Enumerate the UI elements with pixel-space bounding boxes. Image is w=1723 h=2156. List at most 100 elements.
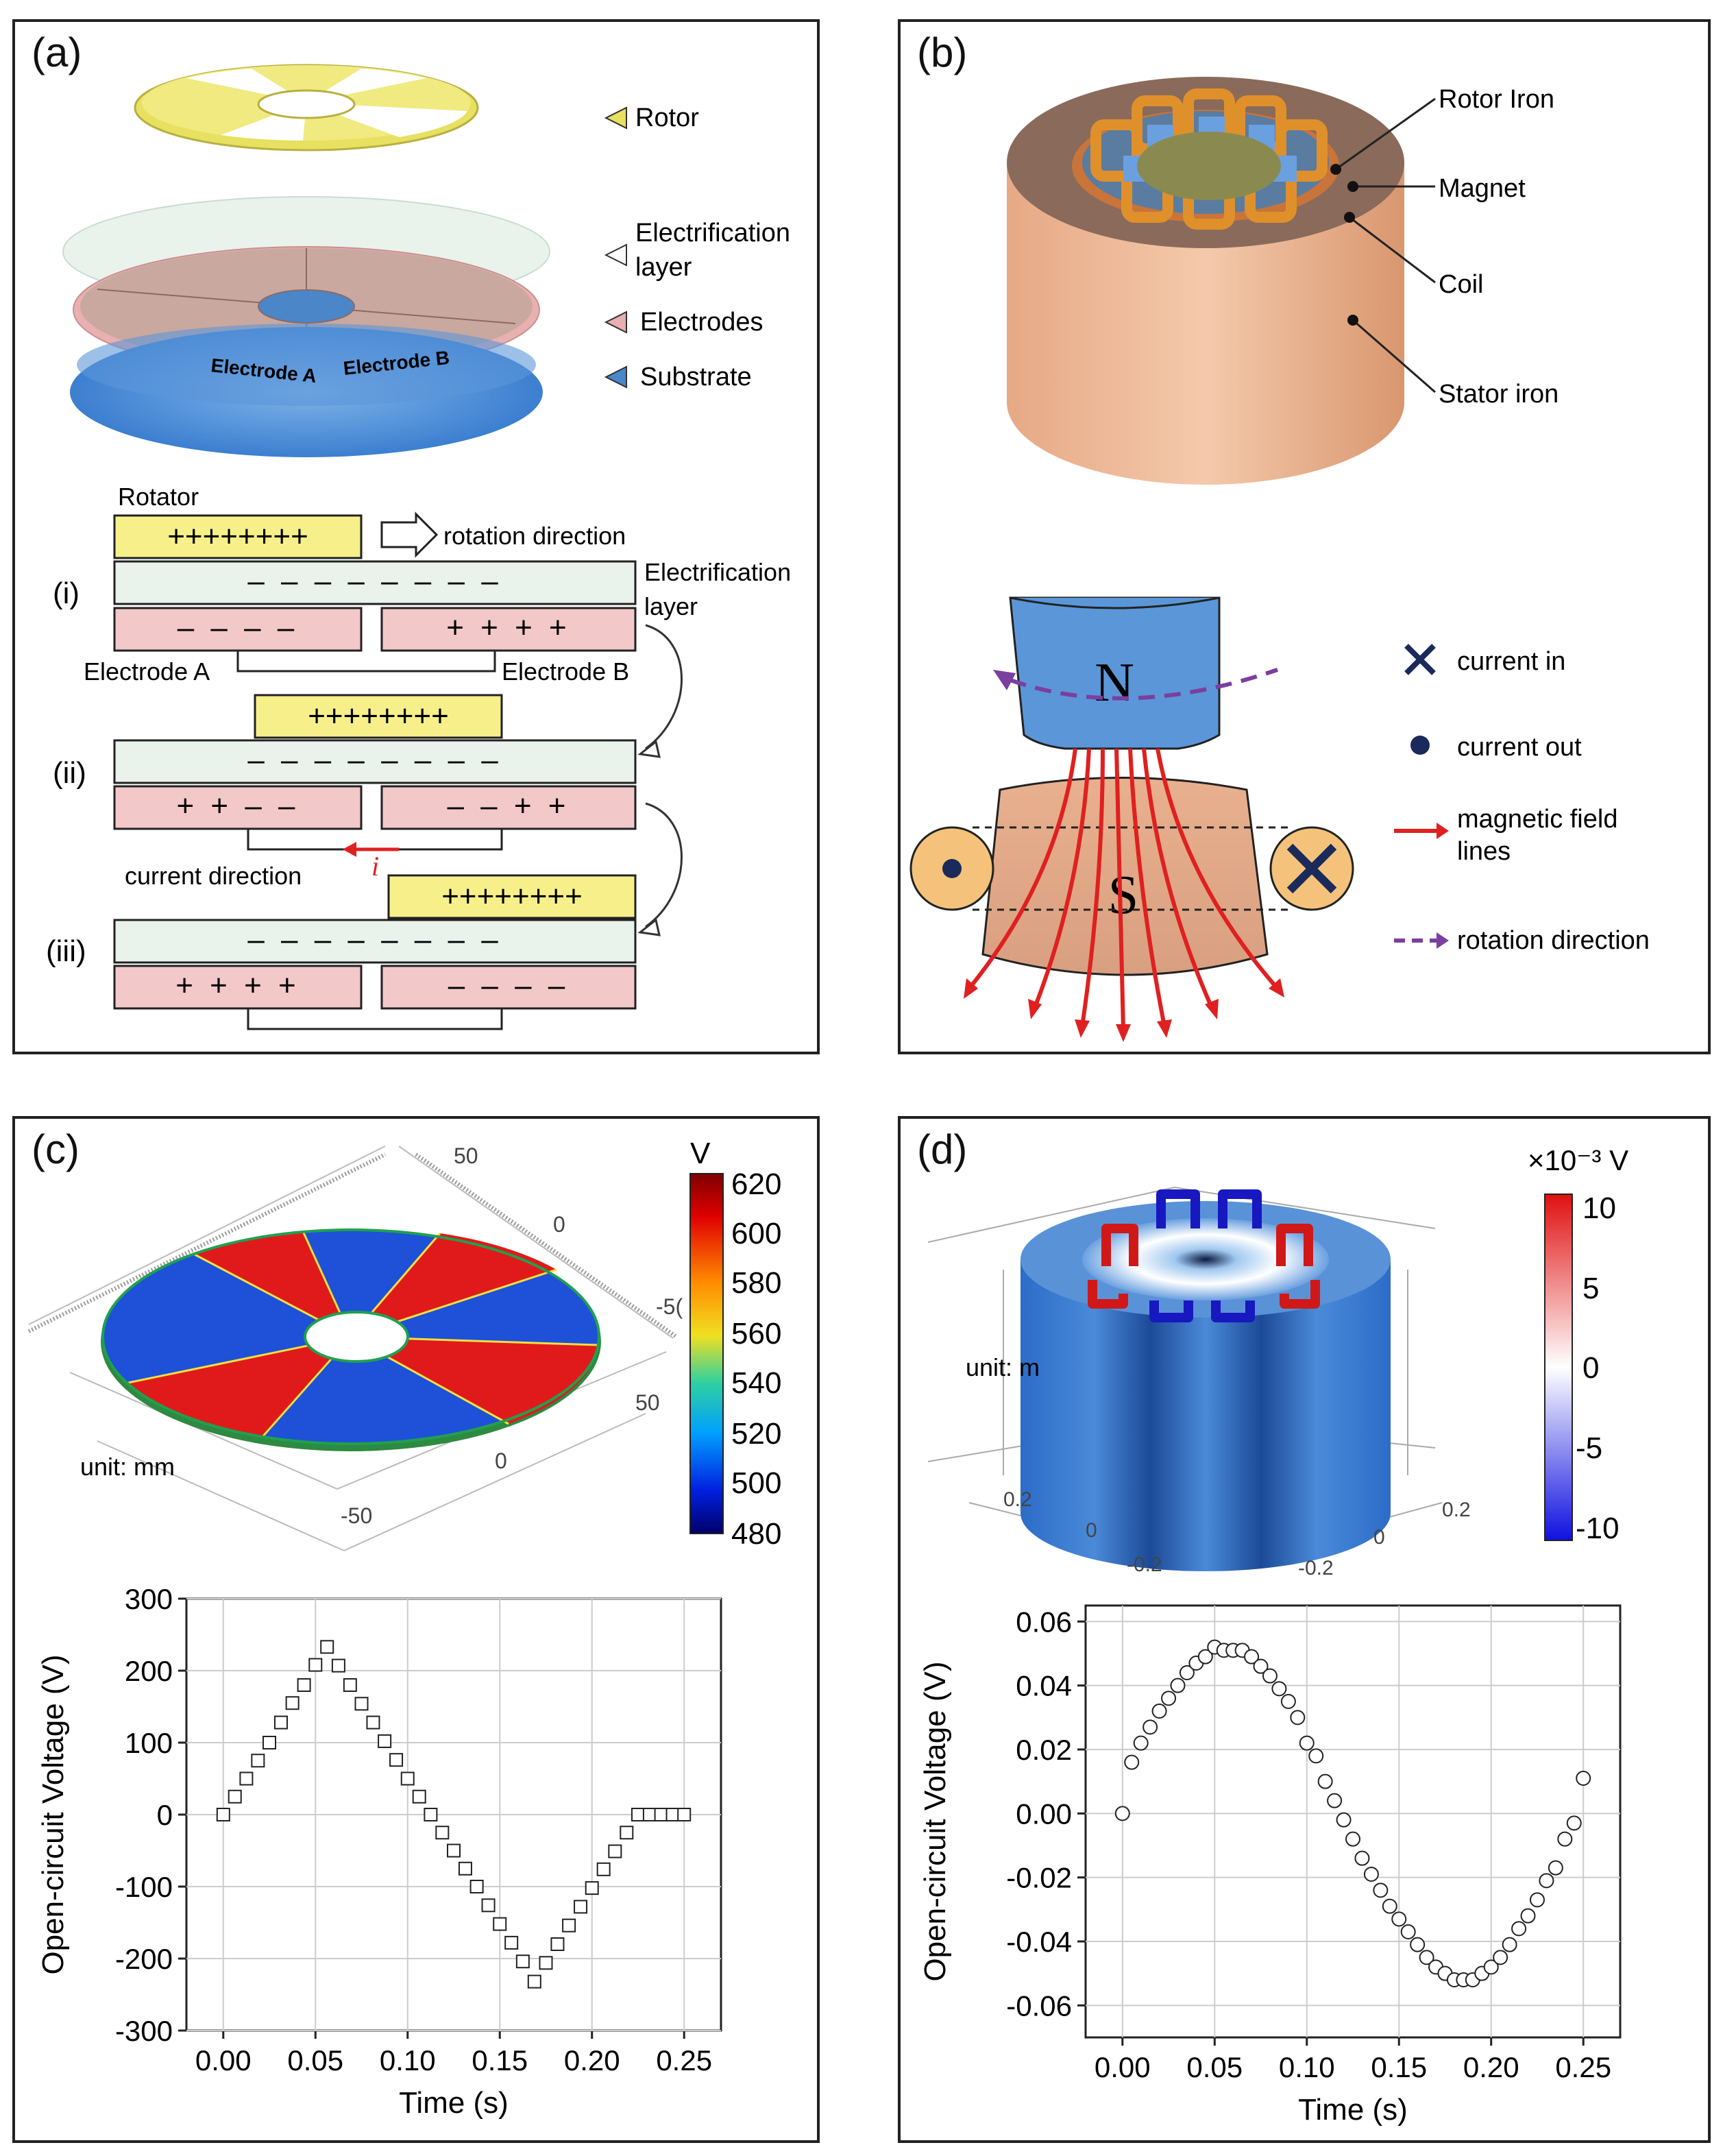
axis-tick-top2: 0 [553, 1212, 565, 1237]
data-point [320, 1640, 334, 1654]
electrode-a-label: Electrode A [84, 657, 210, 686]
colorbar-tick: 620 [731, 1167, 781, 1201]
data-point [1133, 1735, 1149, 1751]
data-point [1114, 1806, 1130, 1821]
data-point [493, 1917, 507, 1931]
data-point [1529, 1892, 1545, 1908]
stator-iron-label: Stator iron [1439, 380, 1559, 409]
data-point [596, 1862, 611, 1876]
x-tick-label: 0.15 [1371, 2051, 1427, 2083]
step-label-iii: (iii) [46, 934, 86, 968]
y-tick-label: 0 [157, 1799, 173, 1831]
data-point [539, 1956, 553, 1970]
current-direction-label: current direction [125, 862, 302, 890]
electrification-marker [604, 243, 627, 267]
data-point [1400, 1924, 1416, 1939]
colorbar-title-c: V [690, 1137, 711, 1170]
x-tick-label: 0.05 [1186, 2051, 1243, 2083]
transition-arrow-2 [645, 802, 683, 928]
data-point [1511, 1921, 1527, 1937]
panel-b-illustration: Rotor Iron Magnet Coil Stator iron N S [909, 77, 1650, 1042]
x-tick-label: 0.25 [656, 2044, 712, 2076]
axis-tick-top1: 50 [454, 1143, 478, 1168]
axis-tick-right: 50 [635, 1390, 660, 1415]
electrodes-callout: Electrodes [640, 308, 763, 337]
y-tick-label: 0.06 [1016, 1606, 1072, 1638]
data-point [343, 1678, 357, 1692]
legend-dot-icon [1410, 736, 1430, 755]
layer-charges-ii: – – – – – – – – [247, 743, 502, 777]
rotor-charges-iii: ++++++++ [441, 880, 583, 913]
rotor-disk [134, 64, 479, 152]
y-tick-label: -200 [115, 1943, 173, 1975]
electrification-callout-2: layer [635, 253, 692, 282]
substrate-disk [70, 324, 543, 457]
panel-label-c: (c) [32, 1126, 80, 1172]
y-tick-label: 0.02 [1016, 1734, 1072, 1766]
data-point [1197, 1649, 1213, 1664]
data-point [1170, 1677, 1186, 1693]
data-point [297, 1678, 311, 1692]
potential-disk [27, 1146, 678, 1551]
axis-tick-top3: -5( [656, 1294, 683, 1319]
data-point [1520, 1908, 1536, 1924]
data-point [1373, 1882, 1389, 1898]
electrode-a-ii [113, 785, 363, 830]
south-label: S [1108, 865, 1139, 925]
data-point [562, 1918, 576, 1933]
colorbar-tick: 540 [731, 1366, 781, 1400]
legend-current-in: current in [1457, 647, 1565, 676]
legend-field-line-2: lines [1457, 837, 1511, 866]
data-point [389, 1753, 404, 1767]
rotor-block-iii [387, 874, 637, 919]
electrode-a-iii [113, 965, 363, 1010]
axis-tick-mid: 0 [495, 1449, 507, 1473]
axis-tick-d-d: -0.2 [1298, 1557, 1334, 1579]
data-point [1280, 1694, 1296, 1709]
x-tick-label: 0.10 [1279, 2051, 1335, 2083]
electrification-callout-1: Electrification [635, 219, 790, 247]
x-tick-label: 0.00 [195, 2044, 252, 2076]
electrode-b-iii [380, 965, 637, 1010]
data-point [1576, 1771, 1591, 1786]
data-point [1363, 1867, 1379, 1882]
axis-tick-d-f: 0.2 [1442, 1499, 1471, 1521]
y-tick-label: 0.04 [1016, 1670, 1072, 1702]
data-point [1483, 1959, 1499, 1975]
chart-c-ylabel: Open-circuit Voltage (V) [36, 1654, 70, 1974]
y-tick-label: 100 [125, 1727, 173, 1759]
panel-d-figure: unit: m 0.2 0 -0.2 -0.2 0 0.2 ×10⁻³ V 10… [918, 1144, 1628, 2127]
rotor-iron-leader [1335, 97, 1436, 171]
legend-cross-icon [1404, 644, 1436, 675]
data-point [1317, 1773, 1333, 1789]
panel-c-figure: 50 0 -5( 50 0 -50 unit: mm V 620 600 580… [27, 1137, 781, 2120]
motor-model [1007, 77, 1404, 485]
colorbar-tick: 480 [731, 1517, 781, 1551]
colorbar-tick: 10 [1583, 1191, 1616, 1225]
colorbar-tick: -5 [1576, 1431, 1602, 1465]
data-point [1557, 1831, 1573, 1847]
x-tick-label: 0.20 [1463, 2051, 1519, 2083]
rotation-path [1010, 668, 1278, 701]
data-point [285, 1696, 300, 1710]
data-point [228, 1789, 242, 1804]
rotation-arrow [380, 511, 439, 558]
electrification-label-2: layer [644, 592, 698, 620]
data-point [308, 1658, 323, 1672]
colorbar-tick: 0 [1583, 1351, 1599, 1385]
axis-tick-d-c: -0.2 [1127, 1553, 1162, 1576]
data-point [1262, 1668, 1278, 1684]
legend-rotation: rotation direction [1457, 926, 1650, 955]
data-point [331, 1658, 345, 1673]
y-tick-label: -100 [115, 1871, 173, 1903]
y-tick-label: -300 [115, 2015, 173, 2047]
data-point [574, 1900, 588, 1914]
data-point [239, 1771, 254, 1786]
data-point [366, 1715, 380, 1730]
y-tick-label: -0.02 [1006, 1862, 1072, 1894]
electrode-b-charges-i: + + + + [446, 611, 570, 644]
panel-d: (d) [898, 1116, 1711, 2143]
colorbar-tick: 560 [731, 1317, 781, 1350]
colorbar-d [1544, 1194, 1573, 1541]
electrode-b-label: Electrode B [502, 657, 629, 686]
